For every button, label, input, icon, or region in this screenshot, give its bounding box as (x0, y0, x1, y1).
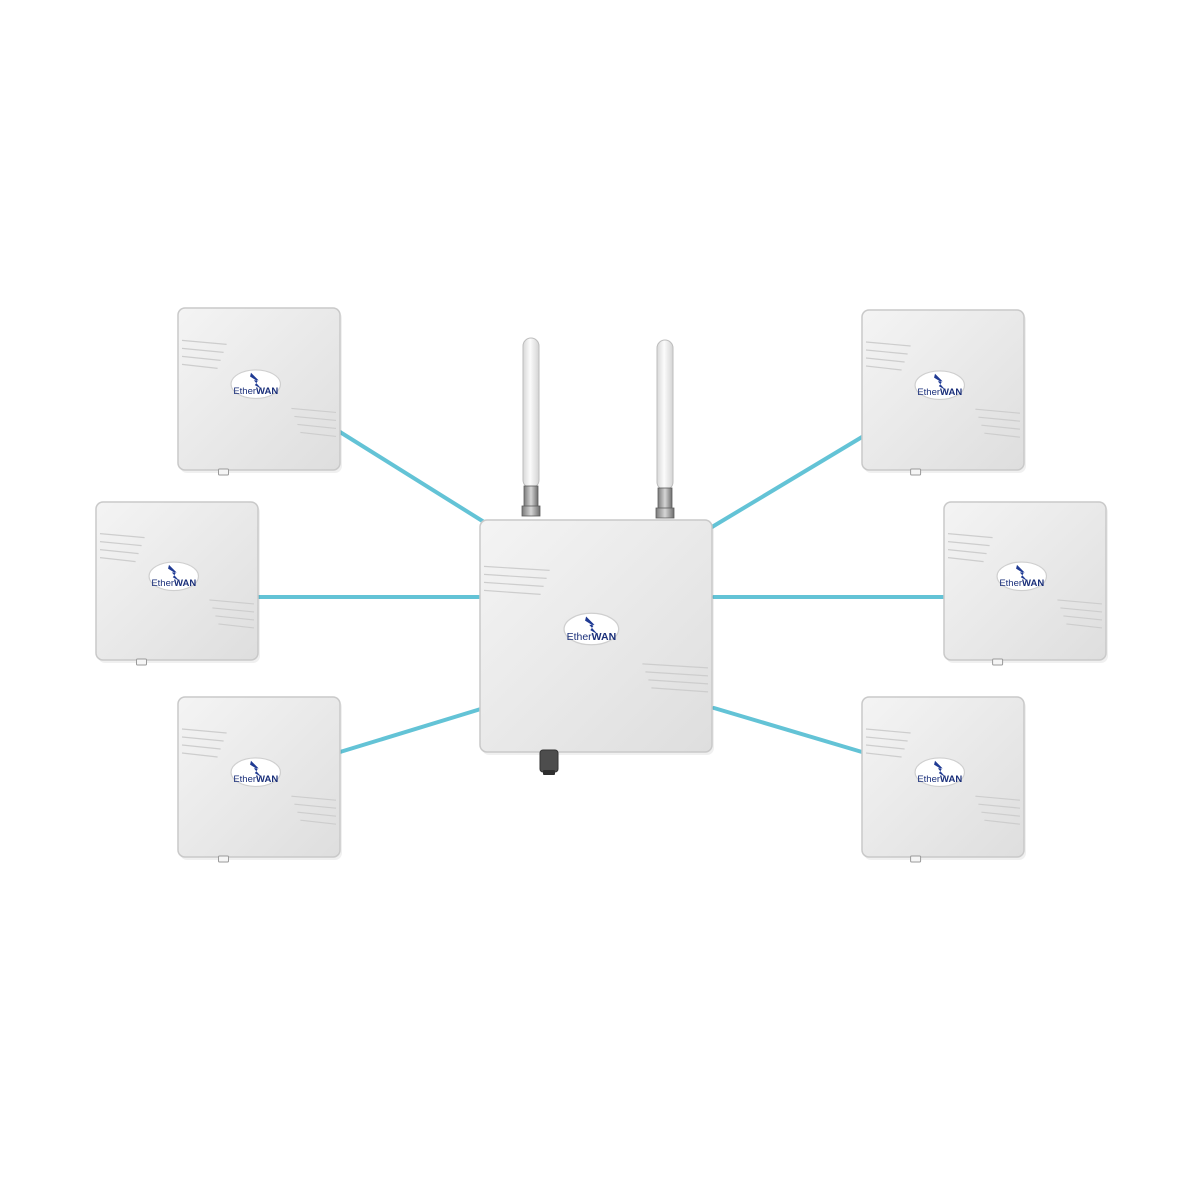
access-point: EtherWAN (479, 519, 714, 775)
ethernet-port-icon (218, 855, 229, 863)
housing-ridges (865, 728, 1021, 825)
brand-suffix: WAN (174, 578, 196, 589)
ethernet-port-icon (910, 855, 922, 863)
etherwan-mark-icon (934, 373, 946, 390)
brand-logo: EtherWAN (230, 369, 282, 399)
client-top-right: EtherWAN (861, 309, 1026, 476)
ethernet-port-icon (136, 658, 147, 666)
wireless-link-client-bottom-left (338, 706, 486, 754)
wireless-links (256, 430, 946, 754)
brand-suffix: WAN (256, 774, 278, 785)
brand-wordmark: EtherWAN (233, 386, 278, 397)
client-top-left: EtherWAN (177, 307, 342, 476)
client-bottom-left: EtherWAN (177, 696, 342, 863)
brand-suffix: WAN (1022, 578, 1044, 589)
housing-ridges (181, 728, 337, 825)
devices: EtherWANEtherWANEtherWANEtherWANEtherWAN… (95, 307, 1108, 863)
etherwan-mark-icon (250, 760, 262, 777)
wireless-link-client-top-right (710, 435, 864, 529)
brand-wordmark: EtherWAN (151, 578, 196, 589)
ethernet-port-icon (910, 468, 922, 476)
client-middle-right: EtherWAN (943, 501, 1108, 666)
brand-prefix: Ether (151, 578, 174, 589)
brand-logo: EtherWAN (996, 561, 1048, 592)
housing-ridges (483, 565, 709, 693)
brand-prefix: Ether (233, 386, 256, 397)
wireless-link-client-bottom-right (712, 706, 864, 754)
wireless-link-client-top-left (338, 430, 494, 529)
antenna-icon (521, 337, 541, 517)
brand-logo: EtherWAN (563, 612, 620, 646)
brand-prefix: Ether (999, 578, 1022, 589)
brand-wordmark: EtherWAN (999, 578, 1044, 589)
antennas (521, 337, 675, 519)
brand-logo: EtherWAN (230, 757, 282, 788)
ethernet-port-icon (218, 468, 229, 476)
antenna-icon (655, 339, 675, 519)
brand-prefix: Ether (917, 774, 940, 785)
housing-ridges (181, 339, 337, 438)
brand-suffix: WAN (940, 774, 962, 785)
brand-wordmark: EtherWAN (917, 387, 962, 398)
brand-suffix: WAN (256, 386, 278, 397)
brand-suffix: WAN (940, 387, 962, 398)
brand-wordmark: EtherWAN (567, 631, 617, 643)
etherwan-mark-icon (934, 760, 946, 777)
brand-logo: EtherWAN (148, 561, 200, 592)
etherwan-mark-icon (1016, 564, 1028, 582)
etherwan-mark-icon (168, 564, 180, 582)
etherwan-mark-icon (585, 616, 598, 635)
brand-prefix: Ether (917, 387, 940, 398)
etherwan-mark-icon (250, 372, 262, 389)
brand-prefix: Ether (233, 774, 256, 785)
brand-wordmark: EtherWAN (917, 774, 962, 785)
brand-prefix: Ether (567, 631, 593, 643)
brand-wordmark: EtherWAN (233, 774, 278, 785)
housing-ridges (99, 533, 255, 629)
housing-ridges (947, 533, 1103, 629)
client-bottom-right: EtherWAN (861, 696, 1026, 863)
client-middle-left: EtherWAN (95, 501, 260, 666)
housing-ridges (865, 341, 1021, 438)
ethernet-port-icon (992, 658, 1004, 666)
cable-gland-icon (539, 749, 559, 773)
brand-logo: EtherWAN (914, 757, 966, 788)
brand-logo: EtherWAN (914, 370, 966, 401)
brand-suffix: WAN (592, 631, 617, 643)
